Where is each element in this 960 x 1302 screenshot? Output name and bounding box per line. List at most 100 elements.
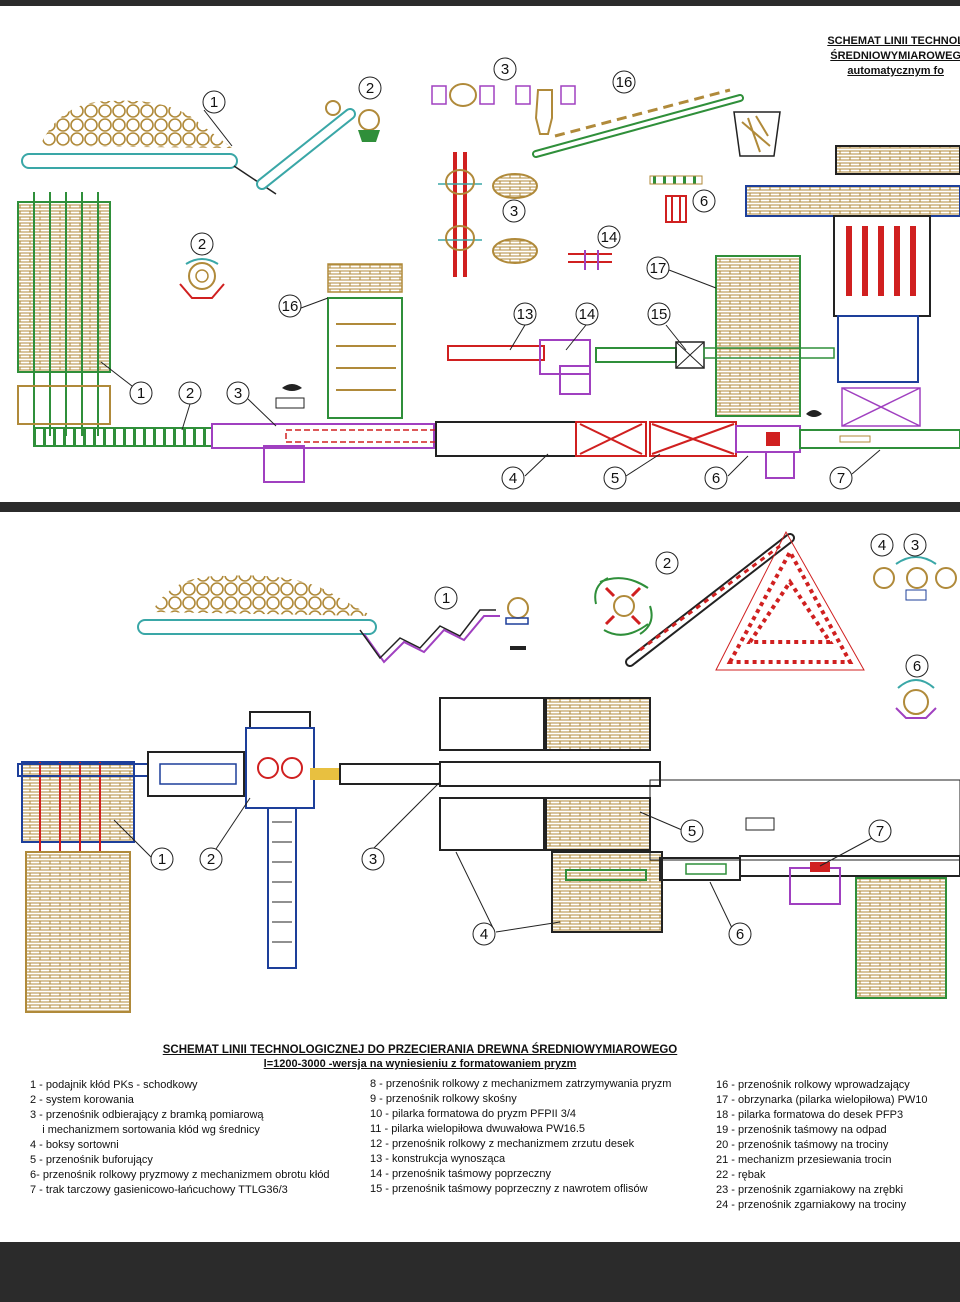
callout-circle: 7	[829, 449, 881, 490]
legend-item: 19 - przenośnik taśmowy na odpad	[716, 1124, 887, 1136]
transfer-line-13-15	[447, 339, 835, 395]
legend-item: 15 - przenośnik taśmowy poprzeczny z naw…	[370, 1183, 648, 1195]
legend-item: 6- przenośnik rolkowy pryzmowy z mechani…	[30, 1169, 330, 1181]
top-dark-bar	[0, 0, 960, 6]
log-storage-bottom	[17, 761, 149, 1013]
legend-item: 3 - przenośnik odbierający z bramką pomi…	[30, 1109, 264, 1121]
edger-machine-right	[745, 145, 960, 427]
callout-circle: 7	[819, 819, 892, 867]
main-line-top	[33, 384, 960, 483]
log-pile-top	[21, 100, 238, 169]
legend-item: 23 - przenośnik zgarniakowy na zrębki	[716, 1184, 904, 1196]
callout-circle: 4	[501, 453, 549, 490]
svg-text:3: 3	[369, 851, 377, 868]
board-bin-17	[715, 255, 801, 417]
legend-item: 4 - boksy sortowni	[30, 1139, 119, 1151]
svg-text:7: 7	[876, 823, 884, 840]
callout-circle: 2	[358, 76, 382, 100]
legend-item: 7 - trak tarczowy gasienicowo-łańcuchowy…	[30, 1184, 288, 1196]
callout-circle: 16	[612, 70, 636, 94]
legend-item: 5 - przenośnik buforujący	[30, 1154, 153, 1166]
legend-item: 20 - przenośnik taśmowy na trociny	[716, 1139, 889, 1151]
callout-circle: 5	[639, 811, 704, 843]
debarker-symbol-2	[179, 258, 225, 299]
svg-text:6: 6	[913, 658, 921, 675]
callout-circle: 17	[646, 256, 717, 289]
rotary-detail-3	[431, 83, 576, 135]
svg-text:4: 4	[878, 537, 886, 554]
svg-text:1: 1	[210, 94, 218, 111]
svg-text:16: 16	[282, 298, 299, 315]
legend-item: 21 - mechanizm przesiewania trocin	[716, 1154, 892, 1166]
callout-circle: 13	[509, 302, 537, 351]
callout-circle: 3	[361, 781, 441, 871]
callout-circle: 1	[113, 819, 174, 871]
svg-text:13: 13	[517, 306, 534, 323]
svg-text:4: 4	[480, 926, 488, 943]
legend-title: SCHEMAT LINII TECHNOLOGICZNEJ DO PRZECIE…	[162, 1044, 678, 1056]
legend-item: 11 - pilarka wielopiłowa dwuwałowa PW16.…	[370, 1123, 586, 1135]
step-feeder-top	[233, 100, 380, 195]
callout-circle: 4	[870, 533, 894, 557]
svg-text:6: 6	[712, 470, 720, 487]
svg-text:5: 5	[688, 823, 696, 840]
callout-circle: 3	[502, 199, 526, 223]
saw-detail-3	[438, 152, 538, 277]
board-stack-6-detail	[568, 175, 703, 270]
bottom-dark-bar	[0, 1242, 960, 1302]
callout-circle: 1	[434, 586, 458, 610]
svg-text:6: 6	[700, 193, 708, 210]
callout-circle: 4	[455, 851, 561, 946]
legend-item: 18 - pilarka formatowa do desek PFP3	[716, 1109, 904, 1121]
legend-item: 9 - przenośnik rolkowy skośny	[370, 1093, 517, 1105]
svg-text:3: 3	[234, 385, 242, 402]
callout-circle: 16	[278, 294, 329, 318]
legend-item: 24 - przenośnik zgarniakowy na trociny	[716, 1199, 907, 1211]
callout-circle: 6	[905, 654, 929, 678]
board-bin-16	[327, 263, 403, 419]
callout-circle: 3	[226, 381, 277, 427]
svg-text:17: 17	[650, 260, 667, 277]
legend-item: 14 - przenośnik taśmowy poprzeczny	[370, 1168, 551, 1180]
callout-circle: 6	[709, 881, 752, 946]
callout-circle: 6	[692, 189, 716, 213]
callout-circle: 2	[178, 381, 202, 431]
legend-item: 17 - obrzynarka (pilarka wielopiłowa) PW…	[716, 1094, 928, 1106]
top-title-line2: ŚREDNIOWYMIAROWEG	[830, 50, 960, 62]
svg-text:2: 2	[663, 555, 671, 572]
debarker-2-bottom	[594, 530, 865, 671]
legend-subtitle: l=1200-3000 -wersja na wyniesieniu z for…	[263, 1058, 577, 1070]
callout-circle: 5	[603, 453, 661, 490]
log-storage-left	[17, 192, 111, 436]
bottom-schematic-panel: 1 2 4 3 6 1 2 3 5 7 4 6 SCHEMAT LINII TE…	[0, 512, 960, 1242]
svg-text:1: 1	[442, 590, 450, 607]
svg-text:1: 1	[158, 851, 166, 868]
top-title-line3: automatycznym fo	[847, 65, 944, 77]
svg-text:16: 16	[616, 74, 633, 91]
legend-item: 16 - przenośnik rolkowy wprowadzający	[716, 1079, 910, 1091]
callout-circle: 2	[190, 232, 214, 256]
main-line-bottom	[147, 697, 960, 999]
svg-text:1: 1	[137, 385, 145, 402]
callout-circle: 2	[199, 797, 251, 871]
callout-circle: 3	[493, 57, 517, 81]
legend-column-1: 1 - podajnik kłód PKs - schodkowy 2 - sy…	[30, 1078, 330, 1198]
legend-column-3: 16 - przenośnik rolkowy wprowadzający 17…	[716, 1078, 928, 1213]
svg-text:6: 6	[736, 926, 744, 943]
legend-item: 22 - rębak	[716, 1169, 766, 1181]
svg-text:3: 3	[501, 61, 509, 78]
panel-divider	[0, 502, 960, 512]
legend-item: 10 - pilarka formatowa do pryzm PFPII 3/…	[370, 1108, 577, 1120]
callout-circle: 6	[704, 455, 749, 490]
callout-circle: 1	[100, 361, 153, 405]
legend-item: i mechanizmem sortowania kłód wg średnic…	[30, 1124, 260, 1136]
svg-text:2: 2	[186, 385, 194, 402]
legend-column-2: 8 - przenośnik rolkowy z mechanizmem zat…	[370, 1077, 671, 1197]
svg-text:7: 7	[837, 470, 845, 487]
roller-symbols-right	[873, 556, 957, 719]
legend-item: 12 - przenośnik rolkowy z mechanizmem zr…	[370, 1138, 635, 1150]
svg-text:5: 5	[611, 470, 619, 487]
top-title-block: SCHEMAT LINII TECHNOL ŚREDNIOWYMIAROWEG …	[827, 34, 960, 79]
svg-text:14: 14	[601, 229, 618, 246]
callout-circle: 2	[655, 551, 679, 575]
